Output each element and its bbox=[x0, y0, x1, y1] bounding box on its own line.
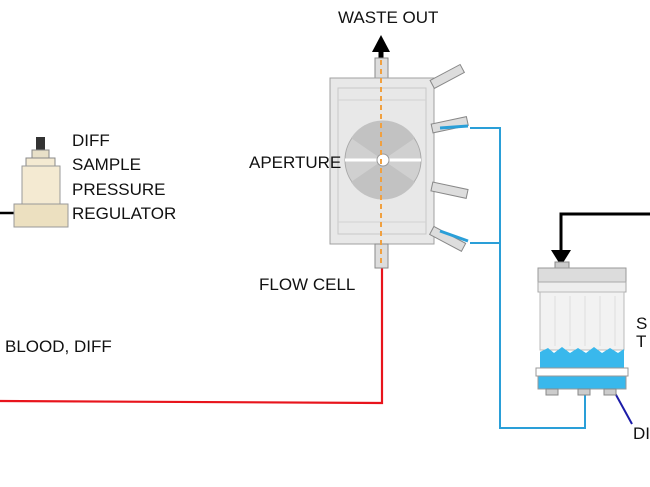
waste-out-arrow-head bbox=[372, 35, 390, 52]
regulator-label-line-4: REGULATOR bbox=[72, 204, 177, 223]
tank-inlet-arrow bbox=[551, 250, 571, 266]
tank-label-partial-2: T bbox=[636, 332, 647, 351]
tank bbox=[535, 261, 629, 396]
blood-diff-label: BLOOD, DIFF bbox=[5, 337, 112, 356]
flow-cell bbox=[329, 57, 469, 269]
tank-inlet-line bbox=[559, 212, 650, 252]
aperture-label: APERTURE bbox=[249, 153, 342, 172]
di-label-partial: DI bbox=[633, 424, 650, 443]
regulator-label-line-2: SAMPLE bbox=[72, 155, 141, 174]
waste-out-label: WASTE OUT bbox=[338, 8, 439, 27]
fluid-line-upper bbox=[470, 127, 586, 429]
regulator-label-line-1: DIFF bbox=[72, 131, 110, 150]
regulator-label-line-3: PRESSURE bbox=[72, 180, 166, 199]
flow-cell-ports bbox=[428, 63, 469, 252]
flow-cell-label: FLOW CELL bbox=[259, 275, 356, 294]
blood-line bbox=[0, 268, 384, 405]
tank-fluid bbox=[540, 347, 624, 368]
tank-label-partial-1: S bbox=[636, 314, 648, 333]
pressure-regulator bbox=[13, 137, 69, 228]
